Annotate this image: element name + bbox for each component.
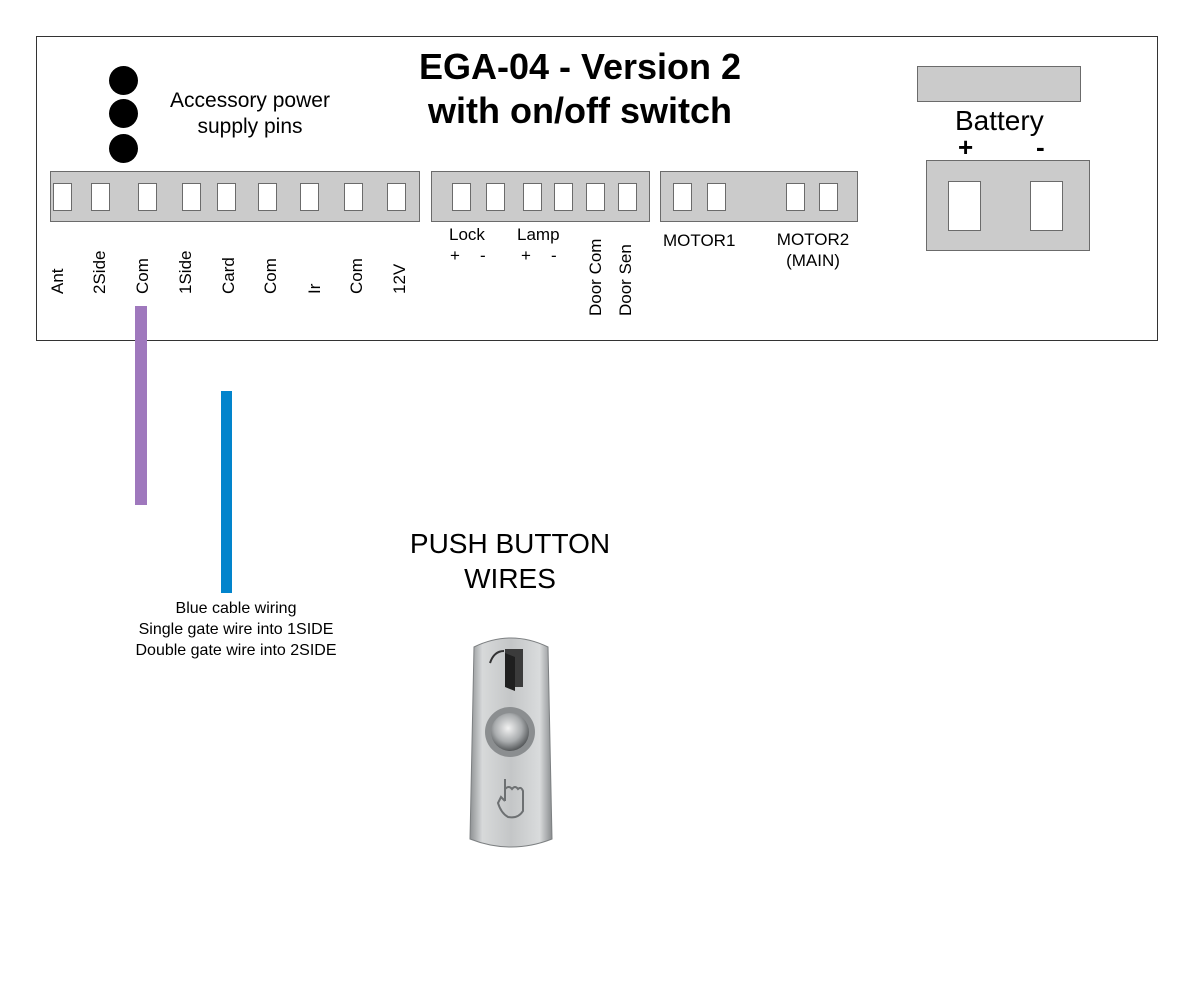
terminal-motor1-a <box>673 183 692 211</box>
door-exit-icon <box>489 649 523 691</box>
terminal-motor2-a <box>786 183 805 211</box>
label-ant: Ant <box>48 268 67 294</box>
terminal-1side <box>182 183 201 211</box>
terminal-lock-minus <box>486 183 505 211</box>
label-card: Card <box>219 257 238 294</box>
title-line-1: EGA-04 - Version 2 <box>418 46 742 87</box>
label-door-sen: Door Sen <box>616 244 635 316</box>
terminal-12v <box>387 183 406 211</box>
push-button-image <box>469 637 553 848</box>
on-off-switch <box>917 66 1081 102</box>
label-com-1: Com <box>133 258 152 294</box>
lock-lamp-door-block <box>431 171 650 222</box>
purple-wire <box>135 306 147 505</box>
battery-terminal-minus <box>1030 181 1063 231</box>
label-door-com: Door Com <box>586 238 605 316</box>
accessory-pin-3 <box>109 134 138 163</box>
board-title: EGA-04 - Version 2 with on/off switch <box>330 45 830 133</box>
motor-block <box>660 171 858 222</box>
terminal-ir <box>300 183 319 211</box>
lamp-minus-label: - <box>551 246 557 265</box>
terminal-lamp-plus <box>523 183 542 211</box>
label-ir: Ir <box>305 283 324 294</box>
terminal-door-com <box>586 183 605 211</box>
push-button-title-line-1: PUSH BUTTON <box>409 528 611 559</box>
terminal-lamp-minus <box>554 183 573 211</box>
accessory-pin-2 <box>109 99 138 128</box>
blue-note-line-3: Double gate wire into 2SIDE <box>135 642 337 659</box>
blue-wire <box>221 391 232 593</box>
blue-note-line-2: Single gate wire into 1SIDE <box>138 621 334 638</box>
accessory-pin-1 <box>109 66 138 95</box>
blue-note-line-1: Blue cable wiring <box>175 600 297 617</box>
main-terminal-block <box>50 171 420 222</box>
terminal-com-1 <box>138 183 157 211</box>
battery-minus-label: - <box>1036 132 1045 162</box>
lamp-label: Lamp <box>517 225 560 244</box>
label-com-2: Com <box>261 258 280 294</box>
control-board <box>36 36 1158 341</box>
label-1side: 1Side <box>176 250 195 294</box>
push-button-title-line-2: WIRES <box>464 563 556 594</box>
terminal-ant <box>53 183 72 211</box>
button-cap <box>491 713 529 751</box>
battery-terminal-plus <box>948 181 981 231</box>
lamp-plus-label: + <box>521 246 531 265</box>
title-line-2: with on/off switch <box>428 90 732 131</box>
terminal-motor1-b <box>707 183 726 211</box>
battery-label: Battery <box>955 105 1044 136</box>
terminal-motor2-b <box>819 183 838 211</box>
label-2side: 2Side <box>90 250 109 294</box>
blue-cable-note: Blue cable wiring Single gate wire into … <box>104 598 368 661</box>
terminal-2side <box>91 183 110 211</box>
motor2-label-line-1: MOTOR2 <box>776 230 850 249</box>
lock-minus-label: - <box>480 246 486 265</box>
label-com-3: Com <box>347 258 366 294</box>
terminal-lock-plus <box>452 183 471 211</box>
push-button-title: PUSH BUTTON WIRES <box>390 526 630 596</box>
motor2-label-line-2: (MAIN) <box>786 251 840 270</box>
label-12v: 12V <box>390 263 409 294</box>
terminal-com-2 <box>258 183 277 211</box>
motor2-label: MOTOR2 (MAIN) <box>773 229 853 271</box>
terminal-card <box>217 183 236 211</box>
accessory-label: Accessory power supply pins <box>150 88 350 140</box>
terminal-door-sen <box>618 183 637 211</box>
battery-plus-label: + <box>958 132 974 162</box>
accessory-label-line-1: Accessory power <box>170 89 330 112</box>
terminal-com-3 <box>344 183 363 211</box>
hand-pointer-icon <box>496 779 524 819</box>
lock-label: Lock <box>449 225 485 244</box>
accessory-label-line-2: supply pins <box>197 115 303 138</box>
lock-plus-label: + <box>450 246 460 265</box>
battery-block <box>926 160 1090 251</box>
motor1-label: MOTOR1 <box>663 231 736 250</box>
